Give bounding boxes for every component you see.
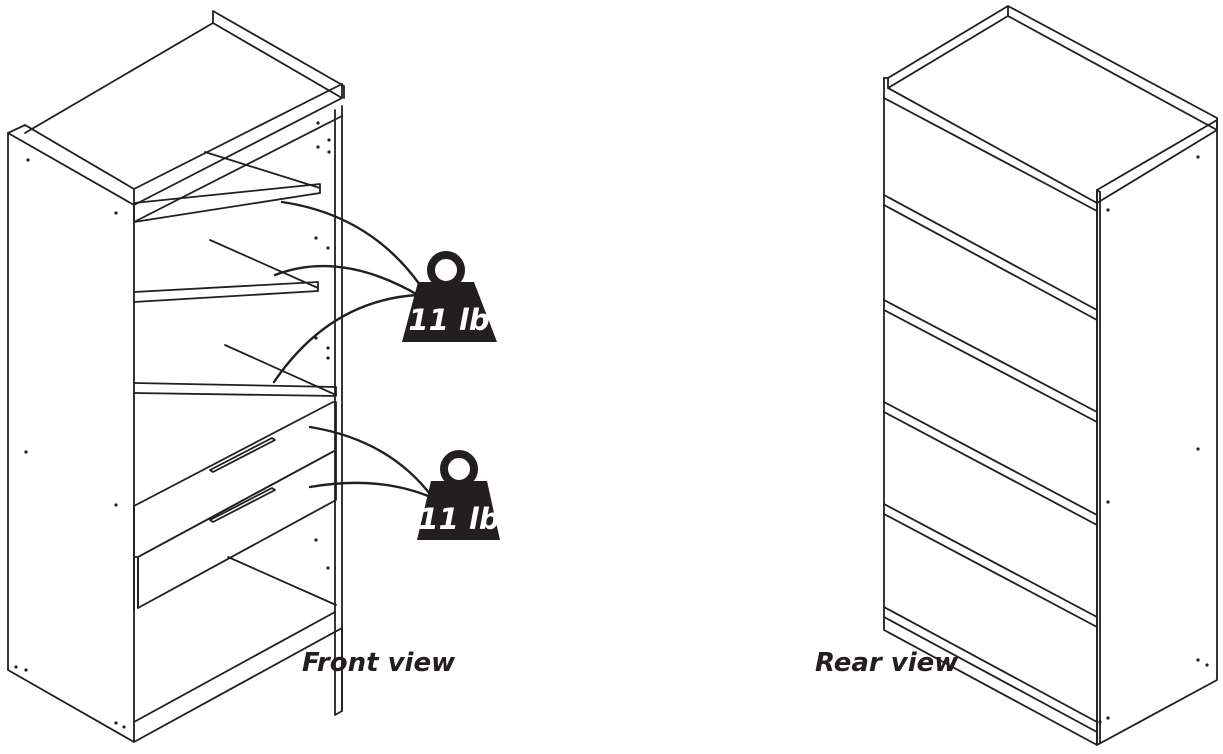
front-top-board-edge xyxy=(133,83,343,223)
rear-right-side-panel xyxy=(1096,119,1218,746)
rear-view-label: Rear view xyxy=(815,648,959,678)
front-shelf-2 xyxy=(133,281,319,303)
rear-rail-4 xyxy=(883,503,1098,628)
rear-hardware-holes xyxy=(1098,155,1209,724)
weight-label-shelves: 11 lb xyxy=(408,303,489,337)
front-inner-back-lines xyxy=(204,151,337,606)
rear-side-panel-edge xyxy=(1096,189,1101,744)
front-view-cabinet xyxy=(7,10,345,743)
rear-bottom-rail xyxy=(883,606,1098,733)
weight-icon-body xyxy=(417,481,500,540)
leader-shelf-3 xyxy=(272,293,420,384)
front-shelf-3 xyxy=(133,382,337,397)
rear-rail-3 xyxy=(883,401,1098,526)
front-drawer-upper xyxy=(133,401,337,558)
weight-icon-body xyxy=(402,282,497,342)
rear-top-back-rim xyxy=(887,5,1218,131)
front-drawer-lower-handle xyxy=(209,487,276,523)
front-left-panel-edge xyxy=(7,124,135,206)
front-left-side-panel xyxy=(7,132,135,743)
front-right-side-panel xyxy=(334,105,343,716)
rear-top-board xyxy=(887,15,1218,204)
front-top-board xyxy=(24,22,343,206)
front-shelf-1 xyxy=(133,183,321,223)
weight-icon-ring xyxy=(440,450,478,488)
rear-back-panel-top xyxy=(883,77,1098,212)
front-view-label: Front view xyxy=(302,648,456,678)
front-drawer-sides xyxy=(133,507,139,611)
leader-shelf-1 xyxy=(280,200,422,287)
weight-label-drawers: 11 lb xyxy=(418,502,499,536)
weight-icon-ring xyxy=(427,251,465,289)
front-bottom-board xyxy=(133,611,343,743)
front-drawer-lower xyxy=(137,449,337,609)
front-hardware-holes xyxy=(14,121,331,729)
rear-back-panel xyxy=(883,77,1098,746)
leader-drawer-1 xyxy=(308,425,435,500)
rear-rail-1 xyxy=(883,194,1098,321)
rear-rail-2 xyxy=(883,299,1098,423)
leader-shelf-2 xyxy=(273,264,420,297)
rear-view-cabinet xyxy=(883,5,1218,746)
front-drawer-upper-handle xyxy=(209,437,276,473)
weight-icon: 11 lb xyxy=(417,450,500,540)
front-top-back-rim xyxy=(212,10,345,99)
weight-icon: 11 lb xyxy=(402,251,497,342)
load-leader-lines xyxy=(272,200,435,500)
leader-drawer-2 xyxy=(308,481,435,500)
